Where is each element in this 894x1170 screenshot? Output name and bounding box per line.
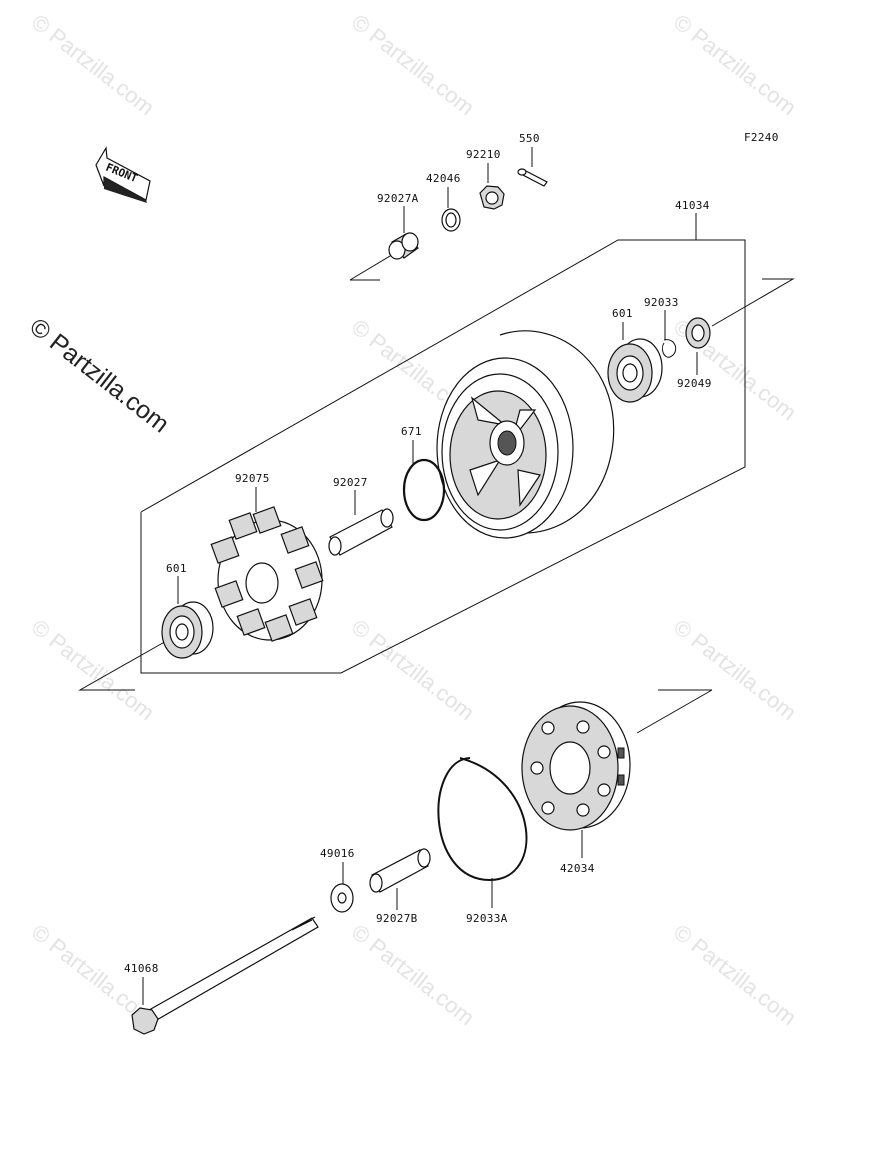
label-92210: 92210 (466, 148, 501, 161)
large-circlip-part (437, 757, 528, 882)
sleeve-part (328, 508, 394, 556)
nut-part (479, 185, 505, 210)
axle-part (131, 916, 319, 1035)
watermark: © Partzilla.com (347, 919, 479, 1030)
wheel-assembly-outline (78, 213, 795, 734)
front-arrow-icon: FRONT (95, 146, 151, 203)
label-42034: 42034 (560, 862, 595, 875)
label-92049: 92049 (677, 377, 712, 390)
label-92027: 92027 (333, 476, 368, 489)
label-92033: 92033 (644, 296, 679, 309)
label-49016: 49016 (320, 847, 355, 860)
copyright-mark: © Partzilla.com (24, 313, 174, 439)
cotter-pin-part (517, 168, 548, 187)
label-550: 550 (519, 132, 540, 145)
watermark-layer: © Partzilla.com © Partzilla.com © Partzi… (27, 9, 801, 1030)
label-42046: 42046 (426, 172, 461, 185)
coupling-part (521, 701, 631, 831)
oil-seal-part (685, 317, 711, 349)
watermark: © Partzilla.com (669, 9, 801, 120)
watermark: © Partzilla.com (669, 919, 801, 1030)
o-ring-part (402, 458, 446, 522)
collar-part (388, 232, 419, 260)
label-92027a: 92027A (377, 192, 419, 205)
watermark: © Partzilla.com (27, 9, 159, 120)
bearing-part-top (607, 338, 663, 403)
collar-part-lower (369, 848, 431, 893)
leader-lines (142, 147, 698, 1005)
watermark: © Partzilla.com (27, 614, 159, 725)
label-41068: 41068 (124, 962, 159, 975)
bearing-part-left (161, 601, 214, 659)
part-labels: 550 92210 42046 92027A 41034 601 92033 9… (124, 132, 712, 975)
label-671: 671 (401, 425, 422, 438)
label-601-top: 601 (612, 307, 633, 320)
label-92027b: 92027B (376, 912, 418, 925)
watermark: © Partzilla.com (347, 614, 479, 725)
washer-part-lower (330, 883, 354, 913)
wheel-rim-part (436, 330, 615, 539)
label-41034: 41034 (675, 199, 710, 212)
label-92033a: 92033A (466, 912, 508, 925)
circlip-part (661, 339, 677, 358)
watermark: © Partzilla.com (669, 614, 801, 725)
label-92075: 92075 (235, 472, 270, 485)
washer-part (441, 208, 461, 232)
figure-code: F2240 (744, 131, 779, 144)
damper-part (210, 506, 324, 642)
label-601-left: 601 (166, 562, 187, 575)
watermark: © Partzilla.com (347, 9, 479, 120)
